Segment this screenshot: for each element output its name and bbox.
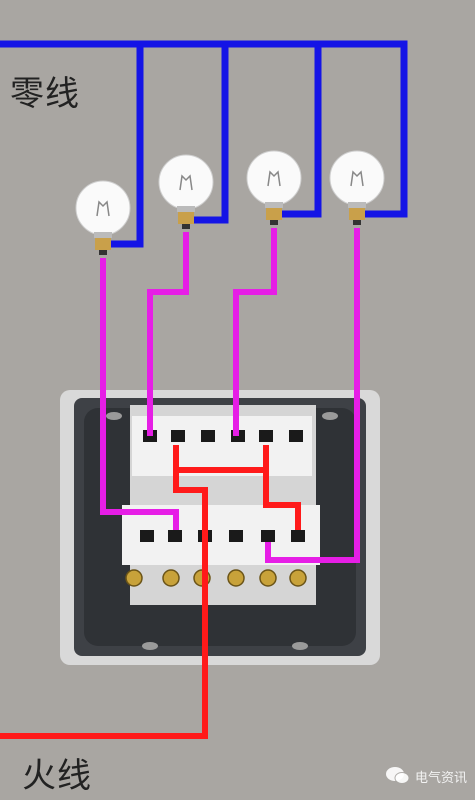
switch-plate [60, 390, 380, 665]
light-bulb-icon [329, 150, 385, 225]
watermark: 电气资讯 [385, 766, 467, 786]
neutral-wire-label: 零线 [10, 74, 80, 114]
live-wire-label: 火线 [22, 756, 92, 796]
wechat-icon [385, 767, 410, 784]
light-bulb-icon [75, 180, 131, 255]
light-bulb-icon [158, 154, 214, 229]
watermark-text: 电气资讯 [414, 770, 467, 786]
neutral-wire [0, 40, 408, 248]
live-wire [0, 445, 301, 739]
light-bulb-icon [246, 150, 302, 225]
lamp-wires [100, 228, 360, 563]
